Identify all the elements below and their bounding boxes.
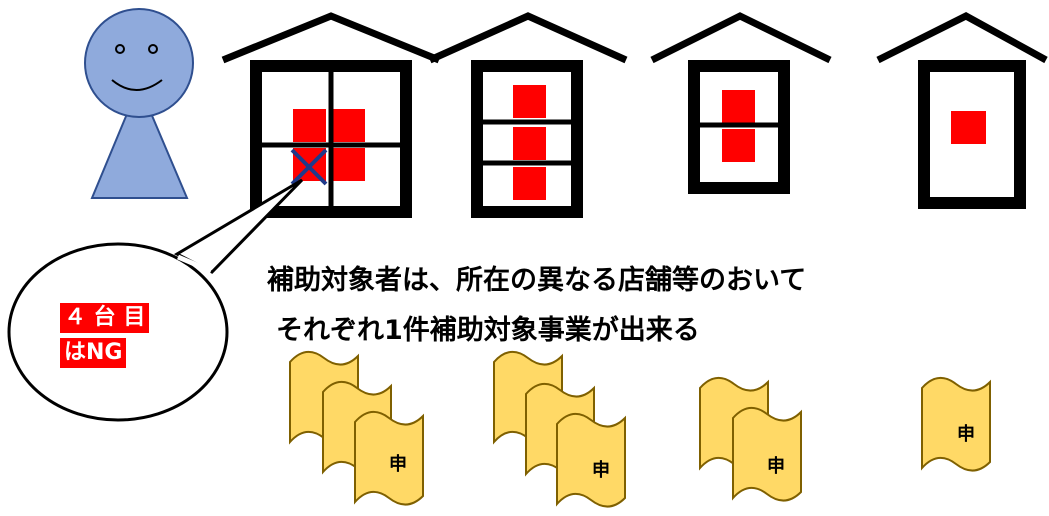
document-stack-1: 申	[289, 350, 424, 506]
speech-bubble-tail	[173, 178, 304, 274]
building-2	[428, 12, 628, 218]
document-stack-3: 申	[699, 376, 802, 502]
person-head	[84, 8, 194, 118]
ng-cross-mark	[290, 148, 328, 186]
building-3-red-block-2	[722, 129, 755, 162]
document-4-1	[921, 376, 991, 472]
building-1-red-block-1	[293, 109, 326, 142]
document-label: 申	[592, 459, 610, 481]
document-label: 申	[389, 453, 407, 475]
person-mouth	[111, 79, 163, 91]
building-3	[650, 12, 832, 194]
building-2-red-block-2	[513, 127, 546, 160]
building-3-roof	[650, 12, 832, 64]
person-eye-left	[115, 44, 125, 54]
speech-bubble	[7, 178, 304, 422]
building-1-red-block-2	[332, 109, 365, 142]
building-1-roof	[221, 12, 441, 64]
building-1-red-block-4	[332, 148, 365, 181]
ng-label-line-2: はNG	[60, 338, 127, 368]
building-3-red-block-1	[722, 90, 755, 123]
building-4-roof	[876, 12, 1048, 64]
document-2-3	[556, 412, 626, 508]
building-1	[221, 12, 441, 218]
person-eye-right	[148, 44, 158, 54]
person-body	[90, 82, 189, 199]
person-figure	[84, 8, 194, 199]
document-3-2	[732, 406, 802, 502]
document-stack-4: 申	[921, 376, 991, 472]
building-2-roof	[428, 12, 628, 64]
caption-line-2: それぞれ1件補助対象事業が出来る	[276, 315, 700, 346]
ng-label-line-1: ４ 台 目	[60, 303, 150, 333]
speech-bubble-tail-cover	[177, 254, 212, 274]
building-2-red-block-3	[513, 167, 546, 200]
building-4	[876, 12, 1048, 209]
building-2-red-block-1	[513, 85, 546, 118]
document-label: 申	[767, 455, 785, 477]
document-label: 申	[957, 423, 975, 445]
document-stack-2: 申	[493, 350, 626, 508]
caption-line-1: 補助対象者は、所在の異なる店舗等のおいて	[267, 265, 807, 296]
building-4-red-block-1	[951, 111, 986, 144]
